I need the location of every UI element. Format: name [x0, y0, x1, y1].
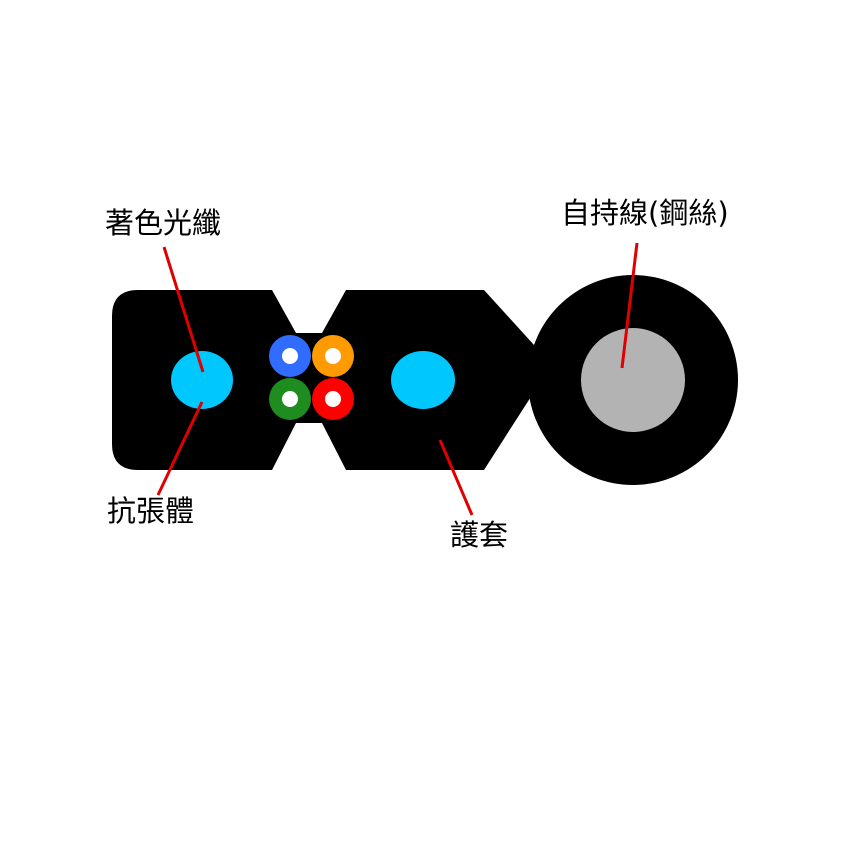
colored-fiber-group — [269, 335, 354, 420]
leader-line-steel-wire — [620, 242, 639, 369]
strength-member-right — [391, 351, 455, 409]
steel-wire — [581, 328, 685, 432]
label-colored-fiber: 著色光纖 — [105, 206, 221, 240]
fiber-blue-core — [282, 348, 298, 364]
label-jacket: 護套 — [450, 518, 508, 552]
fiber-green-core — [282, 391, 298, 407]
label-self-support-wire: 自持線(鋼絲) — [561, 196, 729, 230]
fiber-red-core — [325, 391, 341, 407]
leader-line-jacket — [438, 439, 474, 516]
label-strength-member: 抗張體 — [107, 494, 194, 528]
fiber-orange-core — [325, 348, 341, 364]
cable-jacket-body — [112, 290, 534, 470]
leader-line-strength-member — [156, 401, 204, 496]
leader-line-colored-fiber — [162, 246, 205, 373]
strength-member-left — [171, 351, 233, 409]
